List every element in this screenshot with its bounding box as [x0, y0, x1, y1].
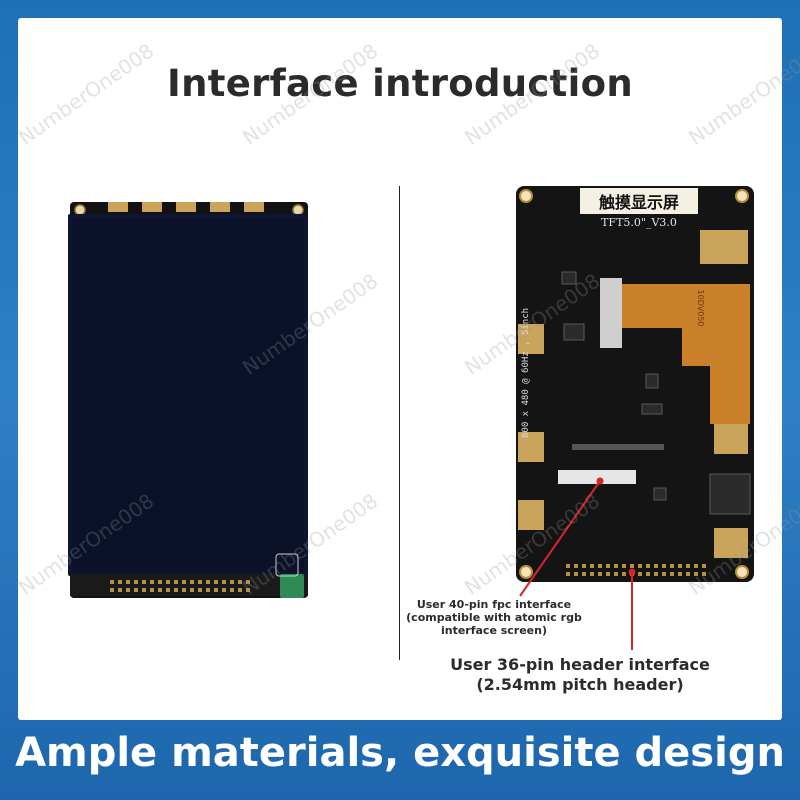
- divider-line: [399, 186, 400, 660]
- header-callout-text: User 36-pin header interface (2.54mm pit…: [430, 655, 730, 695]
- fpc-cable-label: 10DV050: [696, 290, 705, 327]
- fpc-callout-line1: User 40-pin fpc interface: [416, 598, 572, 611]
- header-callout-line2: (2.54mm pitch header): [476, 675, 684, 694]
- fpc-callout-line: [519, 480, 601, 597]
- board-silk-version: TFT5.0"_V3.0: [601, 216, 677, 229]
- board-silk-spec: 800 x 480 @ 60Hz , 5inch: [521, 308, 531, 438]
- display-front-photo: [68, 202, 308, 598]
- board-silk-title: 触摸显示屏: [598, 193, 679, 212]
- display-back-photo: 触摸显示屏 TFT5.0"_V3.0 10DV050 800 x 480 @ 6…: [516, 186, 754, 582]
- fpc-callout-dot: [596, 477, 604, 485]
- header-callout-line1: User 36-pin header interface: [450, 655, 710, 674]
- fpc-callout-line3: interface screen): [440, 624, 548, 637]
- page-title: Interface introduction: [167, 62, 633, 105]
- fpc-callout-line2: (compatible with atomic rgb: [406, 611, 582, 624]
- bottom-banner: Ample materials, exquisite design: [15, 730, 785, 776]
- header-callout-dot: [628, 568, 636, 576]
- fpc-callout-text: User 40-pin fpc interface (compatible wi…: [404, 598, 584, 637]
